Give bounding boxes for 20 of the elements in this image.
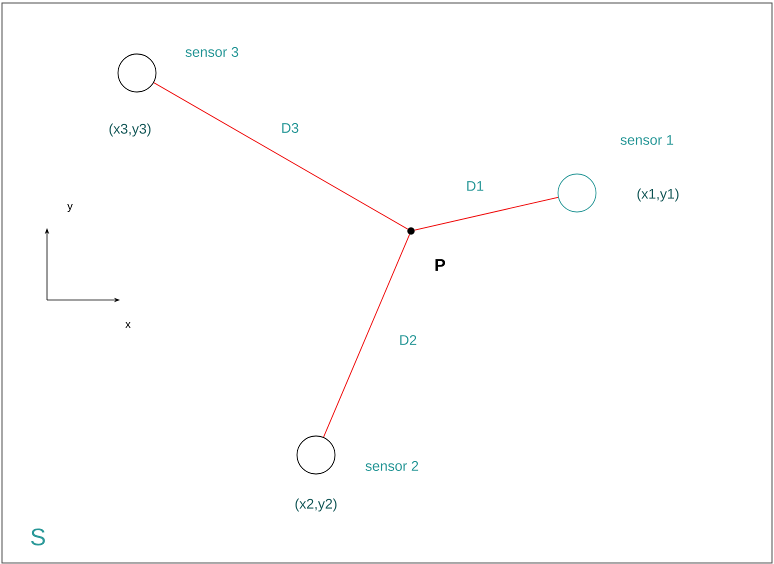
coordinate-label: (x2,y2) bbox=[295, 498, 337, 512]
distance-line bbox=[414, 196, 559, 231]
distance-line bbox=[153, 82, 408, 230]
edge-label: D1 bbox=[465, 180, 485, 192]
sensor-label: sensor 2 bbox=[366, 461, 418, 471]
axis-label: y bbox=[67, 204, 73, 212]
sensor-circle bbox=[296, 436, 336, 474]
point-dot bbox=[407, 227, 415, 235]
axis-label: x bbox=[125, 322, 131, 328]
point-label: P bbox=[435, 259, 446, 271]
sensor-label: sensor 1 bbox=[620, 135, 674, 145]
sensor-circle bbox=[118, 54, 156, 92]
coordinate-label: (x1,y1) bbox=[637, 188, 679, 202]
coordinate-label: (x3,y3) bbox=[109, 123, 151, 137]
region-label: S bbox=[31, 528, 45, 546]
sensor-label: sensor 3 bbox=[186, 47, 238, 57]
sensor-circle bbox=[558, 174, 596, 212]
distance-line bbox=[323, 234, 410, 438]
edge-label: D2 bbox=[398, 334, 418, 346]
edge-label: D3 bbox=[280, 122, 300, 134]
